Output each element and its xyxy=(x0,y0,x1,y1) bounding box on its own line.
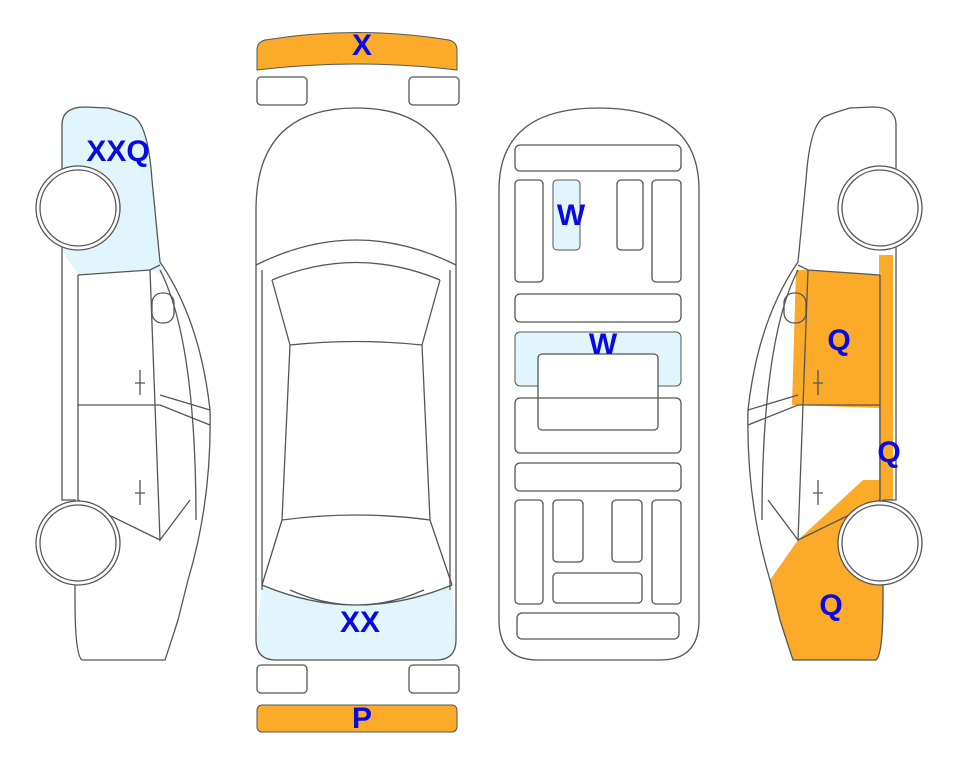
interior-view xyxy=(498,107,700,661)
damage-label-right-front-door: Q xyxy=(827,324,851,357)
right-front-door-damage[interactable] xyxy=(792,270,880,408)
front-bumper-damage[interactable] xyxy=(256,32,458,71)
damage-label-right-rocker: Q xyxy=(877,436,901,469)
damage-label-interior-center: W xyxy=(588,328,618,361)
left-side-view xyxy=(35,106,211,661)
damage-label-front-bumper: X xyxy=(351,29,373,62)
top-view xyxy=(255,32,460,733)
rear-window-damage[interactable] xyxy=(256,585,456,660)
right-side-view xyxy=(747,106,923,661)
interior-seat-damage[interactable] xyxy=(552,179,581,251)
right-rocker-damage[interactable] xyxy=(879,255,893,500)
damage-label-rear-bumper: P xyxy=(351,702,373,735)
damage-label-rear-window: XX xyxy=(339,606,381,639)
damage-label-interior-seat: W xyxy=(556,199,586,232)
rear-bumper-damage[interactable] xyxy=(256,704,458,733)
damage-label-left-rear-quarter: XXQ xyxy=(86,135,150,168)
damage-label-right-rear-quarter: Q xyxy=(819,589,843,622)
